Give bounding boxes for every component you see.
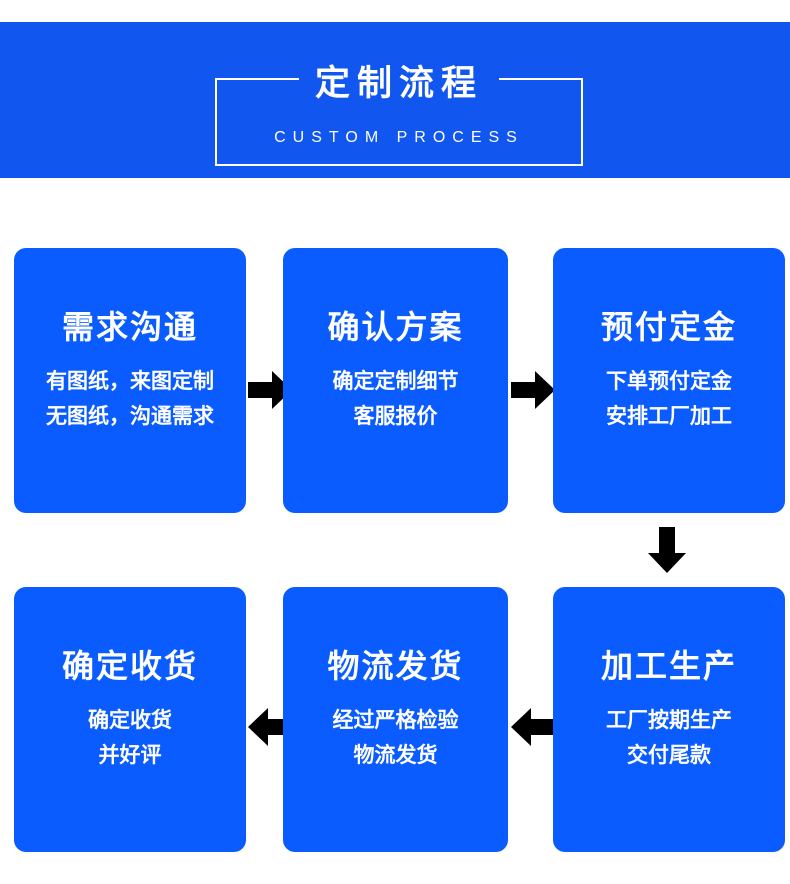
- step-description: 工厂按期生产 交付尾款: [606, 704, 732, 773]
- step-description: 有图纸，来图定制 无图纸，沟通需求: [46, 365, 214, 434]
- page-subtitle: CUSTOM PROCESS: [274, 129, 524, 146]
- arrow-shaft: [659, 527, 675, 553]
- step-title: 需求沟通: [61, 309, 198, 345]
- step-description: 经过严格检验 物流发货: [333, 704, 459, 773]
- step-description-line: 客服报价: [353, 404, 438, 428]
- arrow-down-icon: [648, 527, 686, 573]
- process-step-card-2: 确认方案 确定定制细节 客服报价: [283, 248, 508, 513]
- step-description: 下单预付定金 安排工厂加工: [606, 365, 732, 434]
- process-step-card-6: 确定收货 确定收货 并好评: [14, 587, 246, 852]
- process-step-card-1: 需求沟通 有图纸，来图定制 无图纸，沟通需求: [14, 248, 246, 513]
- header-banner: 定制流程 CUSTOM PROCESS: [0, 22, 790, 178]
- step-description-line: 确定定制细节: [332, 370, 459, 394]
- step-description: 确定收货 并好评: [88, 704, 172, 773]
- step-description-line: 工厂按期生产: [606, 709, 732, 733]
- arrow-head: [248, 708, 268, 746]
- step-description-line: 安排工厂加工: [606, 404, 732, 428]
- arrow-head: [535, 371, 555, 409]
- arrow-head: [648, 553, 686, 573]
- step-title: 确定收货: [61, 648, 198, 684]
- step-description-line: 无图纸，沟通需求: [46, 404, 214, 428]
- page-title: 定制流程: [298, 58, 499, 110]
- header-title-container: 定制流程: [215, 58, 583, 110]
- arrow-head: [511, 708, 531, 746]
- step-description-line: 物流发货: [353, 743, 438, 767]
- step-description-line: 有图纸，来图定制: [46, 370, 214, 394]
- step-description: 确定定制细节 客服报价: [333, 365, 459, 434]
- arrow-shaft: [531, 719, 555, 735]
- step-title: 加工生产: [600, 648, 737, 684]
- process-step-card-3: 预付定金 下单预付定金 安排工厂加工: [553, 248, 785, 513]
- header-subtitle-container: CUSTOM PROCESS: [215, 118, 583, 158]
- step-description-line: 下单预付定金: [606, 370, 732, 394]
- arrow-shaft: [248, 382, 272, 398]
- step-description-line: 交付尾款: [627, 743, 711, 767]
- process-step-card-5: 物流发货 经过严格检验 物流发货: [283, 587, 508, 852]
- step-description-line: 经过严格检验: [332, 709, 459, 733]
- step-title: 预付定金: [600, 309, 737, 345]
- arrow-shaft: [511, 382, 535, 398]
- arrow-left-icon: [511, 708, 555, 746]
- arrow-right-icon: [511, 371, 555, 409]
- step-title: 物流发货: [327, 648, 464, 684]
- step-title: 确认方案: [327, 309, 464, 345]
- process-step-card-4: 加工生产 工厂按期生产 交付尾款: [553, 587, 785, 852]
- step-description-line: 确定收货: [88, 709, 172, 733]
- step-description-line: 并好评: [98, 743, 162, 767]
